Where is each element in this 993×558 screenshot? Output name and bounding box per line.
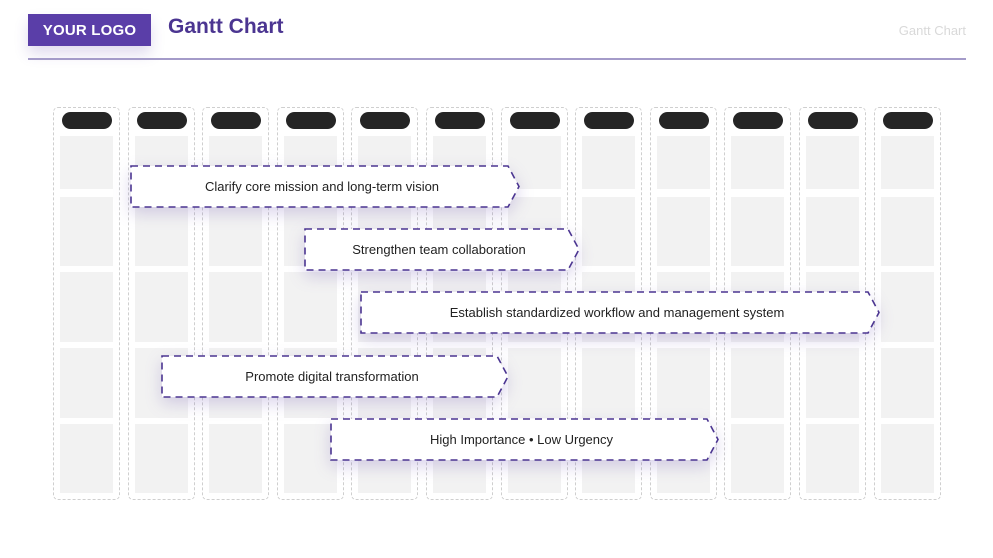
grid-cell [582,197,636,266]
timeline-column [53,107,120,500]
task-bar[interactable]: Clarify core mission and long-term visio… [130,165,520,208]
logo: YOUR LOGO [28,14,151,46]
column-header-pill [360,112,411,129]
grid-cell [731,136,785,189]
task-bar[interactable]: Strengthen team collaboration [304,228,580,271]
grid-cell [60,424,113,493]
grid-cell [507,348,561,418]
grid-cell [209,197,263,266]
arrow-shape-icon [161,355,509,398]
arrow-shape-icon [130,165,520,208]
grid-cell [582,136,636,189]
column-header-pill [658,112,709,129]
column-header-pill [733,112,784,129]
grid-cell [134,272,188,342]
column-header-pill [285,112,336,129]
arrow-shape-icon [304,228,580,271]
grid-cell [806,197,859,266]
grid-cell [880,424,934,493]
grid-cell [656,136,710,189]
grid-cell [507,136,561,189]
grid-cell [582,348,636,418]
grid-cell [134,424,188,493]
grid-cell [731,197,785,266]
page-title: Gantt Chart [168,15,284,38]
grid-cell [880,136,934,189]
grid-cell [283,424,337,493]
grid-cell [60,272,113,342]
task-label: Clarify core mission and long-term visio… [204,179,440,194]
task-bar[interactable]: Promote digital transformation [161,355,509,398]
grid-cell [60,197,113,266]
grid-cell [209,424,263,493]
column-header-pill [136,112,187,129]
grid-cell [880,272,934,342]
timeline-column [873,107,941,500]
grid-cell [880,197,934,266]
grid-cell [60,136,113,189]
grid-cell [283,272,337,342]
grid-cell [806,424,859,493]
grid-cell [656,197,710,266]
task-bar[interactable]: Establish standardized workflow and mana… [360,291,880,334]
column-header-pill [808,112,858,129]
grid-cell [209,272,263,342]
task-label: Strengthen team collaboration [352,242,526,257]
column-header-pill [882,112,933,129]
arrow-shape-icon [360,291,880,334]
task-label: Promote digital transformation [245,369,419,384]
column-header-pill [62,112,112,129]
column-header-pill [584,112,635,129]
grid-cell [806,348,859,418]
column-header-pill [509,112,560,129]
arrow-shape-icon [330,418,719,461]
header-divider [28,58,966,60]
grid-cell [880,348,934,418]
column-header-pill [211,112,262,129]
grid-cell [731,424,785,493]
grid-cell [656,348,710,418]
grid-cell [731,348,785,418]
task-label: Establish standardized workflow and mana… [449,305,785,320]
grid-cell [806,136,859,189]
grid-cell [60,348,113,418]
task-label: High Importance • Low Urgency [429,432,614,447]
task-bar[interactable]: High Importance • Low Urgency [330,418,719,461]
header-caption: Gantt Chart [898,23,966,38]
grid-cell [134,197,188,266]
column-header-pill [435,112,485,129]
